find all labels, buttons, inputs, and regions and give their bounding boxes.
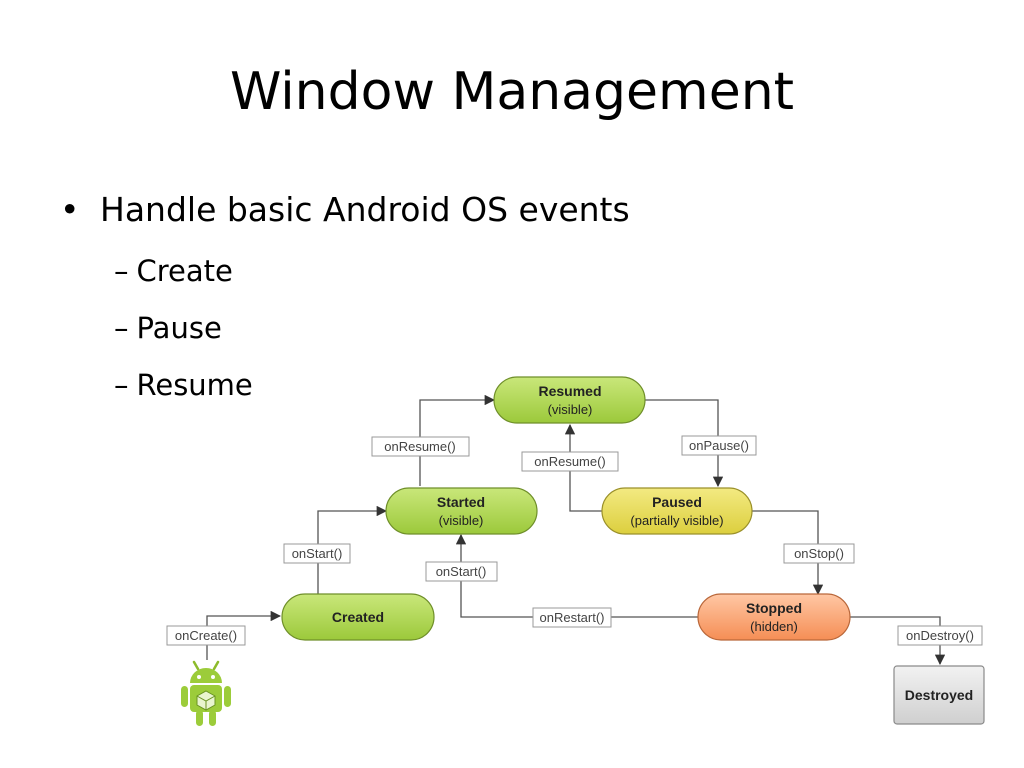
state-resumed-sub: (visible): [548, 402, 593, 417]
bullet-dot: •: [60, 190, 80, 229]
svg-text:onStart(): onStart(): [436, 564, 487, 579]
state-destroyed-title: Destroyed: [905, 687, 973, 703]
svg-text:onResume(): onResume(): [534, 454, 606, 469]
callback-on-start-left: onStart(): [283, 543, 351, 564]
state-started: Started (visible): [385, 487, 538, 535]
callback-on-resume-mid: onResume(): [521, 451, 619, 472]
state-paused-sub: (partially visible): [630, 513, 723, 528]
sub-bullet-create: –Create: [114, 254, 233, 288]
sub-bullet-dash: –: [114, 254, 129, 288]
edge-resume-left: [419, 394, 496, 486]
state-created-title: Created: [332, 609, 384, 625]
sub-bullet-text: Pause: [136, 311, 222, 345]
sub-bullet-dash: –: [114, 311, 129, 345]
edge-stop: [752, 510, 824, 596]
state-resumed-title: Resumed: [538, 383, 601, 399]
sub-bullet-pause: –Pause: [114, 311, 222, 345]
state-started-title: Started: [437, 494, 485, 510]
state-started-sub: (visible): [439, 513, 484, 528]
state-stopped-title: Stopped: [746, 600, 802, 616]
edge-destroy: [850, 616, 946, 666]
callback-labels: onResume() onResume() onPause() onStart(…: [166, 435, 983, 646]
svg-text:onRestart(): onRestart(): [539, 610, 604, 625]
svg-text:onStop(): onStop(): [794, 546, 844, 561]
callback-on-pause: onPause(): [681, 435, 757, 456]
state-stopped-sub: (hidden): [750, 619, 798, 634]
state-paused: Paused (partially visible): [601, 487, 753, 535]
android-robot-icon: [181, 660, 231, 726]
state-created: Created: [281, 593, 435, 641]
slide-title: Window Management: [229, 62, 795, 122]
svg-text:onPause(): onPause(): [689, 438, 749, 453]
callback-on-restart: onRestart(): [532, 607, 612, 628]
state-resumed: Resumed (visible): [493, 376, 646, 424]
edge-pause: [645, 399, 724, 488]
callback-on-destroy: onDestroy(): [897, 625, 983, 646]
sub-bullet-dash: –: [114, 368, 129, 402]
edge-start-left: [317, 505, 388, 595]
sub-bullet-text: Create: [136, 254, 233, 288]
state-stopped: Stopped (hidden): [697, 593, 851, 641]
svg-text:onStart(): onStart(): [292, 546, 343, 561]
svg-text:onCreate(): onCreate(): [175, 628, 237, 643]
callback-on-create: onCreate(): [166, 625, 246, 646]
callback-on-start-mid: onStart(): [425, 561, 498, 582]
state-paused-title: Paused: [652, 494, 702, 510]
bullet-text: Handle basic Android OS events: [100, 190, 630, 229]
state-destroyed: Destroyed: [893, 665, 985, 725]
callback-on-stop: onStop(): [783, 543, 855, 564]
svg-text:onDestroy(): onDestroy(): [906, 628, 974, 643]
svg-text:onResume(): onResume(): [384, 439, 456, 454]
sub-bullet-text: Resume: [136, 368, 253, 402]
sub-bullet-resume: –Resume: [114, 368, 253, 402]
callback-on-resume-top: onResume(): [371, 436, 470, 457]
